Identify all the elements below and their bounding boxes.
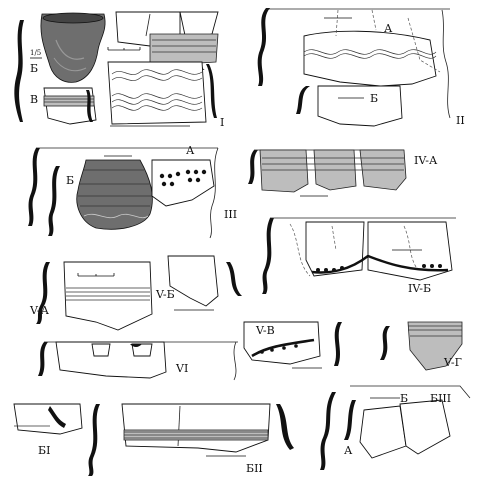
group-b3-sherd-2 [399, 399, 451, 455]
group-4b-profile [262, 218, 274, 294]
group-5v-sherd [243, 321, 321, 365]
group-5a: V-А [29, 261, 153, 331]
group-b3-label-a: А [344, 444, 353, 457]
group-6: VI [38, 341, 238, 381]
group-5b-label: V-Б [155, 288, 175, 301]
group-b2-sherd [121, 403, 271, 453]
group-b3-profile-b [344, 400, 356, 440]
group-2-sherd-b [317, 85, 403, 127]
group-2-label-a: А [384, 22, 393, 35]
group-4b-ornament-line [311, 254, 449, 274]
group-1-roman: I [220, 116, 224, 129]
group-b2-label: БII [246, 462, 263, 475]
group-4b-label: IV-Б [408, 282, 431, 295]
group-6-foot-1 [91, 343, 111, 357]
group-b3-profile-a [320, 392, 336, 470]
group-4b: IV-Б [262, 217, 456, 295]
group-5b-profile [226, 262, 242, 296]
group-5a-label: V-А [29, 304, 50, 317]
group-4a-profile [248, 150, 258, 184]
group-3-label-a: А [186, 144, 195, 157]
group-b1-profile [88, 404, 100, 476]
group-2: А Б II [257, 8, 465, 127]
group-b2-profile [276, 404, 294, 450]
group-6-profile-right [233, 341, 237, 381]
group-6-profile-left [38, 342, 48, 376]
group-5g-sherd [407, 321, 463, 371]
group-b3: Б А БIII [320, 385, 471, 470]
group-4a-label: IV-А [414, 154, 438, 167]
group-b3-label-b: Б [400, 392, 408, 405]
group-1-rim-fragments [107, 11, 219, 67]
group-3-label-b: Б [66, 174, 74, 187]
group-2-sherd-a [303, 30, 437, 87]
group-2-roman: II [456, 114, 465, 127]
group-3-profile-b [48, 166, 60, 236]
group-5b-sherd [167, 255, 219, 307]
group-1-label-b: Б [30, 62, 38, 75]
group-1-ratio: 1/5 [30, 49, 41, 57]
group-1-sherd-v [43, 87, 97, 125]
group-5g-label: V-Г [443, 356, 462, 369]
group-b2: БII [121, 403, 294, 475]
group-5v: V-В [243, 321, 342, 369]
group-3-shaded-vessel [76, 159, 153, 230]
group-b1-sherd [13, 403, 83, 435]
group-3-profile-right [209, 147, 219, 239]
group-b1: БI [13, 403, 100, 476]
group-2-label-b: Б [370, 92, 378, 105]
group-1-vessel-photo [40, 12, 106, 83]
group-6-label: VI [175, 362, 188, 375]
group-3: Б А III [28, 144, 237, 239]
group-5v-profile [334, 322, 342, 366]
group-3-dotted-sherd [151, 159, 215, 207]
group-4b-sherd-left [305, 221, 365, 277]
group-4a-sherd-1 [259, 149, 309, 193]
group-2-profile-b [296, 86, 310, 114]
group-5g: V-Г [380, 321, 463, 371]
group-5g-profile [380, 326, 390, 360]
group-1: 1/5 Б В А [14, 11, 224, 129]
group-2-profile-left [257, 8, 270, 86]
group-5v-label: V-В [255, 324, 275, 337]
group-b3-sherd-1 [359, 405, 407, 459]
group-1-profile-left [14, 20, 24, 122]
group-1-decorated-body [107, 61, 217, 127]
group-5a-profile [36, 262, 50, 324]
group-6-foot-2 [131, 343, 153, 357]
group-b1-label: БI [38, 444, 50, 457]
group-2-profile-right [441, 9, 451, 119]
group-1-label-v: В [30, 93, 38, 106]
group-4a: IV-А [248, 149, 438, 197]
group-b3-label: БIII [430, 392, 451, 405]
group-5b: V-Б [155, 255, 242, 311]
group-b3-rim [350, 385, 471, 399]
group-3-roman: III [224, 208, 237, 221]
group-3-profile-a [28, 148, 40, 226]
